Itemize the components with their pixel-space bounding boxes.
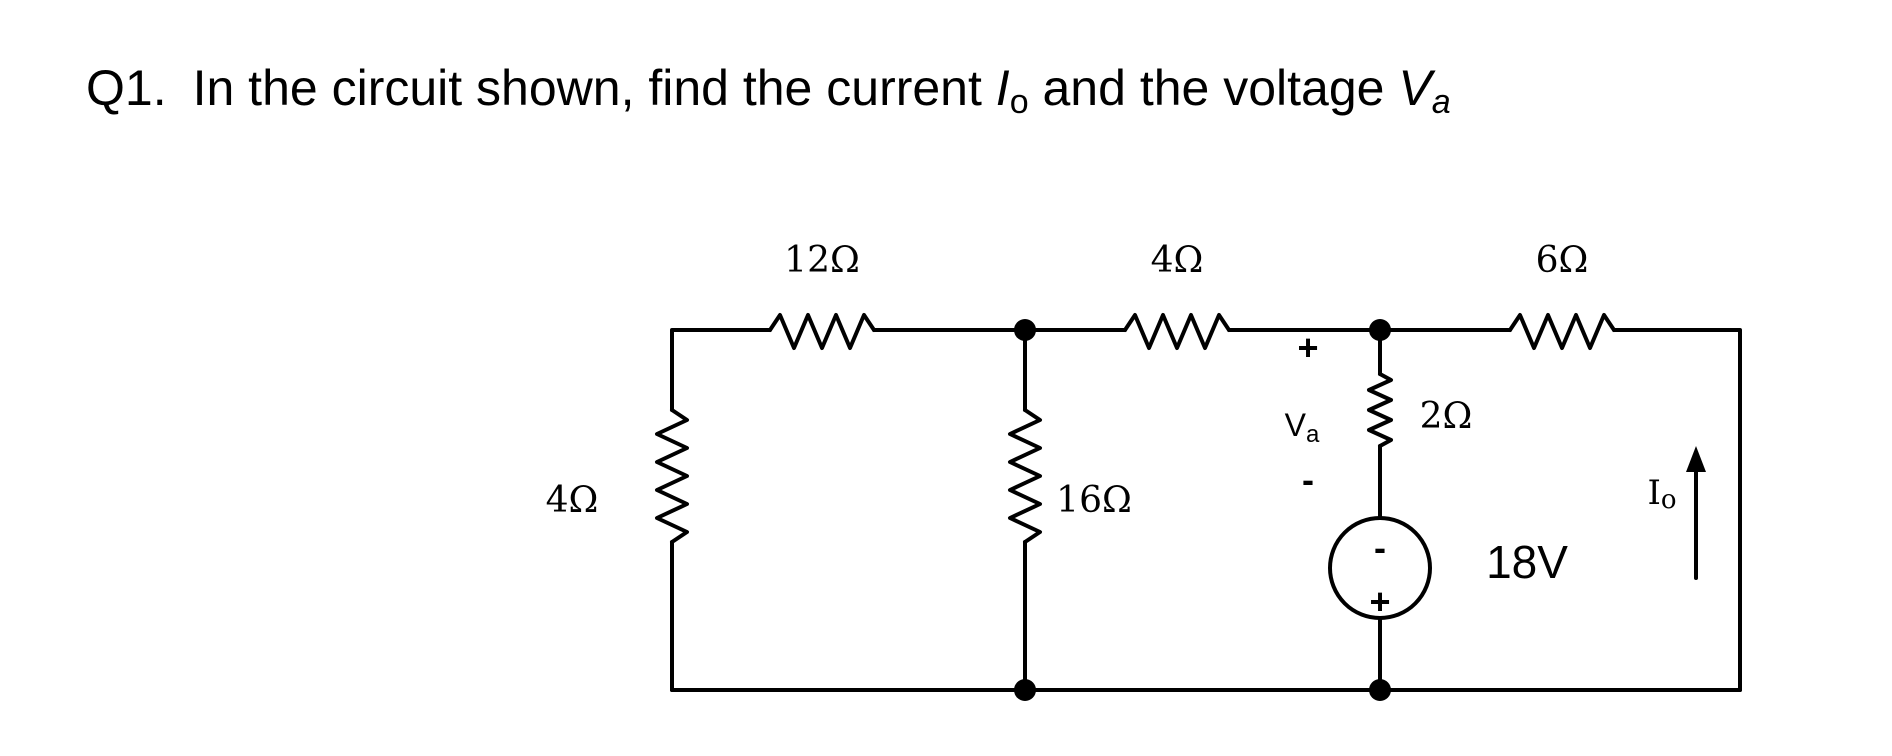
label-16-ohm: 16Ω: [1056, 480, 1132, 521]
va-subscript: a: [1306, 421, 1320, 448]
junction-dot: [1369, 679, 1391, 701]
label-6-ohm: 6Ω: [1536, 240, 1589, 281]
label-4-ohm-left: 4Ω: [546, 480, 599, 521]
junction-dot: [1014, 319, 1036, 341]
io-subscript: o: [1661, 485, 1677, 515]
wire-top-left: [670, 328, 772, 412]
resistor-12-ohm: [768, 313, 876, 350]
wire-top-right: [1612, 328, 1742, 692]
label-2-ohm: 2Ω: [1420, 396, 1473, 437]
question-text-middle: and the voltage: [1028, 60, 1399, 116]
question-number: Q1.: [86, 60, 167, 116]
resistor-4-ohm-left: [655, 408, 689, 544]
va-label: Va: [1285, 407, 1320, 448]
resistor-16-ohm: [1008, 408, 1042, 544]
label-4-ohm-top: 4Ω: [1151, 240, 1204, 281]
va-plus: +: [1297, 327, 1318, 368]
label-12-ohm: 12Ω: [784, 240, 860, 281]
junction-dot: [1369, 319, 1391, 341]
va-name: V: [1285, 407, 1307, 443]
source-plus: +: [1369, 581, 1390, 622]
question-text-before: In the circuit shown, find the current: [192, 60, 996, 116]
voltage-subscript: a: [1431, 83, 1451, 121]
va-minus: -: [1302, 459, 1314, 500]
source-value-18v: 18V: [1486, 536, 1568, 588]
current-symbol: Io: [995, 60, 1029, 121]
junction-dot: [1014, 679, 1036, 701]
io-name: I: [1647, 473, 1660, 513]
source-minus: -: [1374, 527, 1386, 568]
io-arrow-head: [1686, 446, 1706, 472]
io-label: Io: [1647, 473, 1676, 515]
resistor-4-ohm-top: [1123, 313, 1231, 350]
question-text: Q1. In the circuit shown, find the curren…: [86, 58, 1451, 121]
voltage-symbol: Va: [1398, 60, 1451, 121]
resistor-6-ohm: [1508, 313, 1616, 350]
resistor-2-ohm: [1367, 372, 1393, 448]
current-subscript: o: [1009, 83, 1029, 121]
